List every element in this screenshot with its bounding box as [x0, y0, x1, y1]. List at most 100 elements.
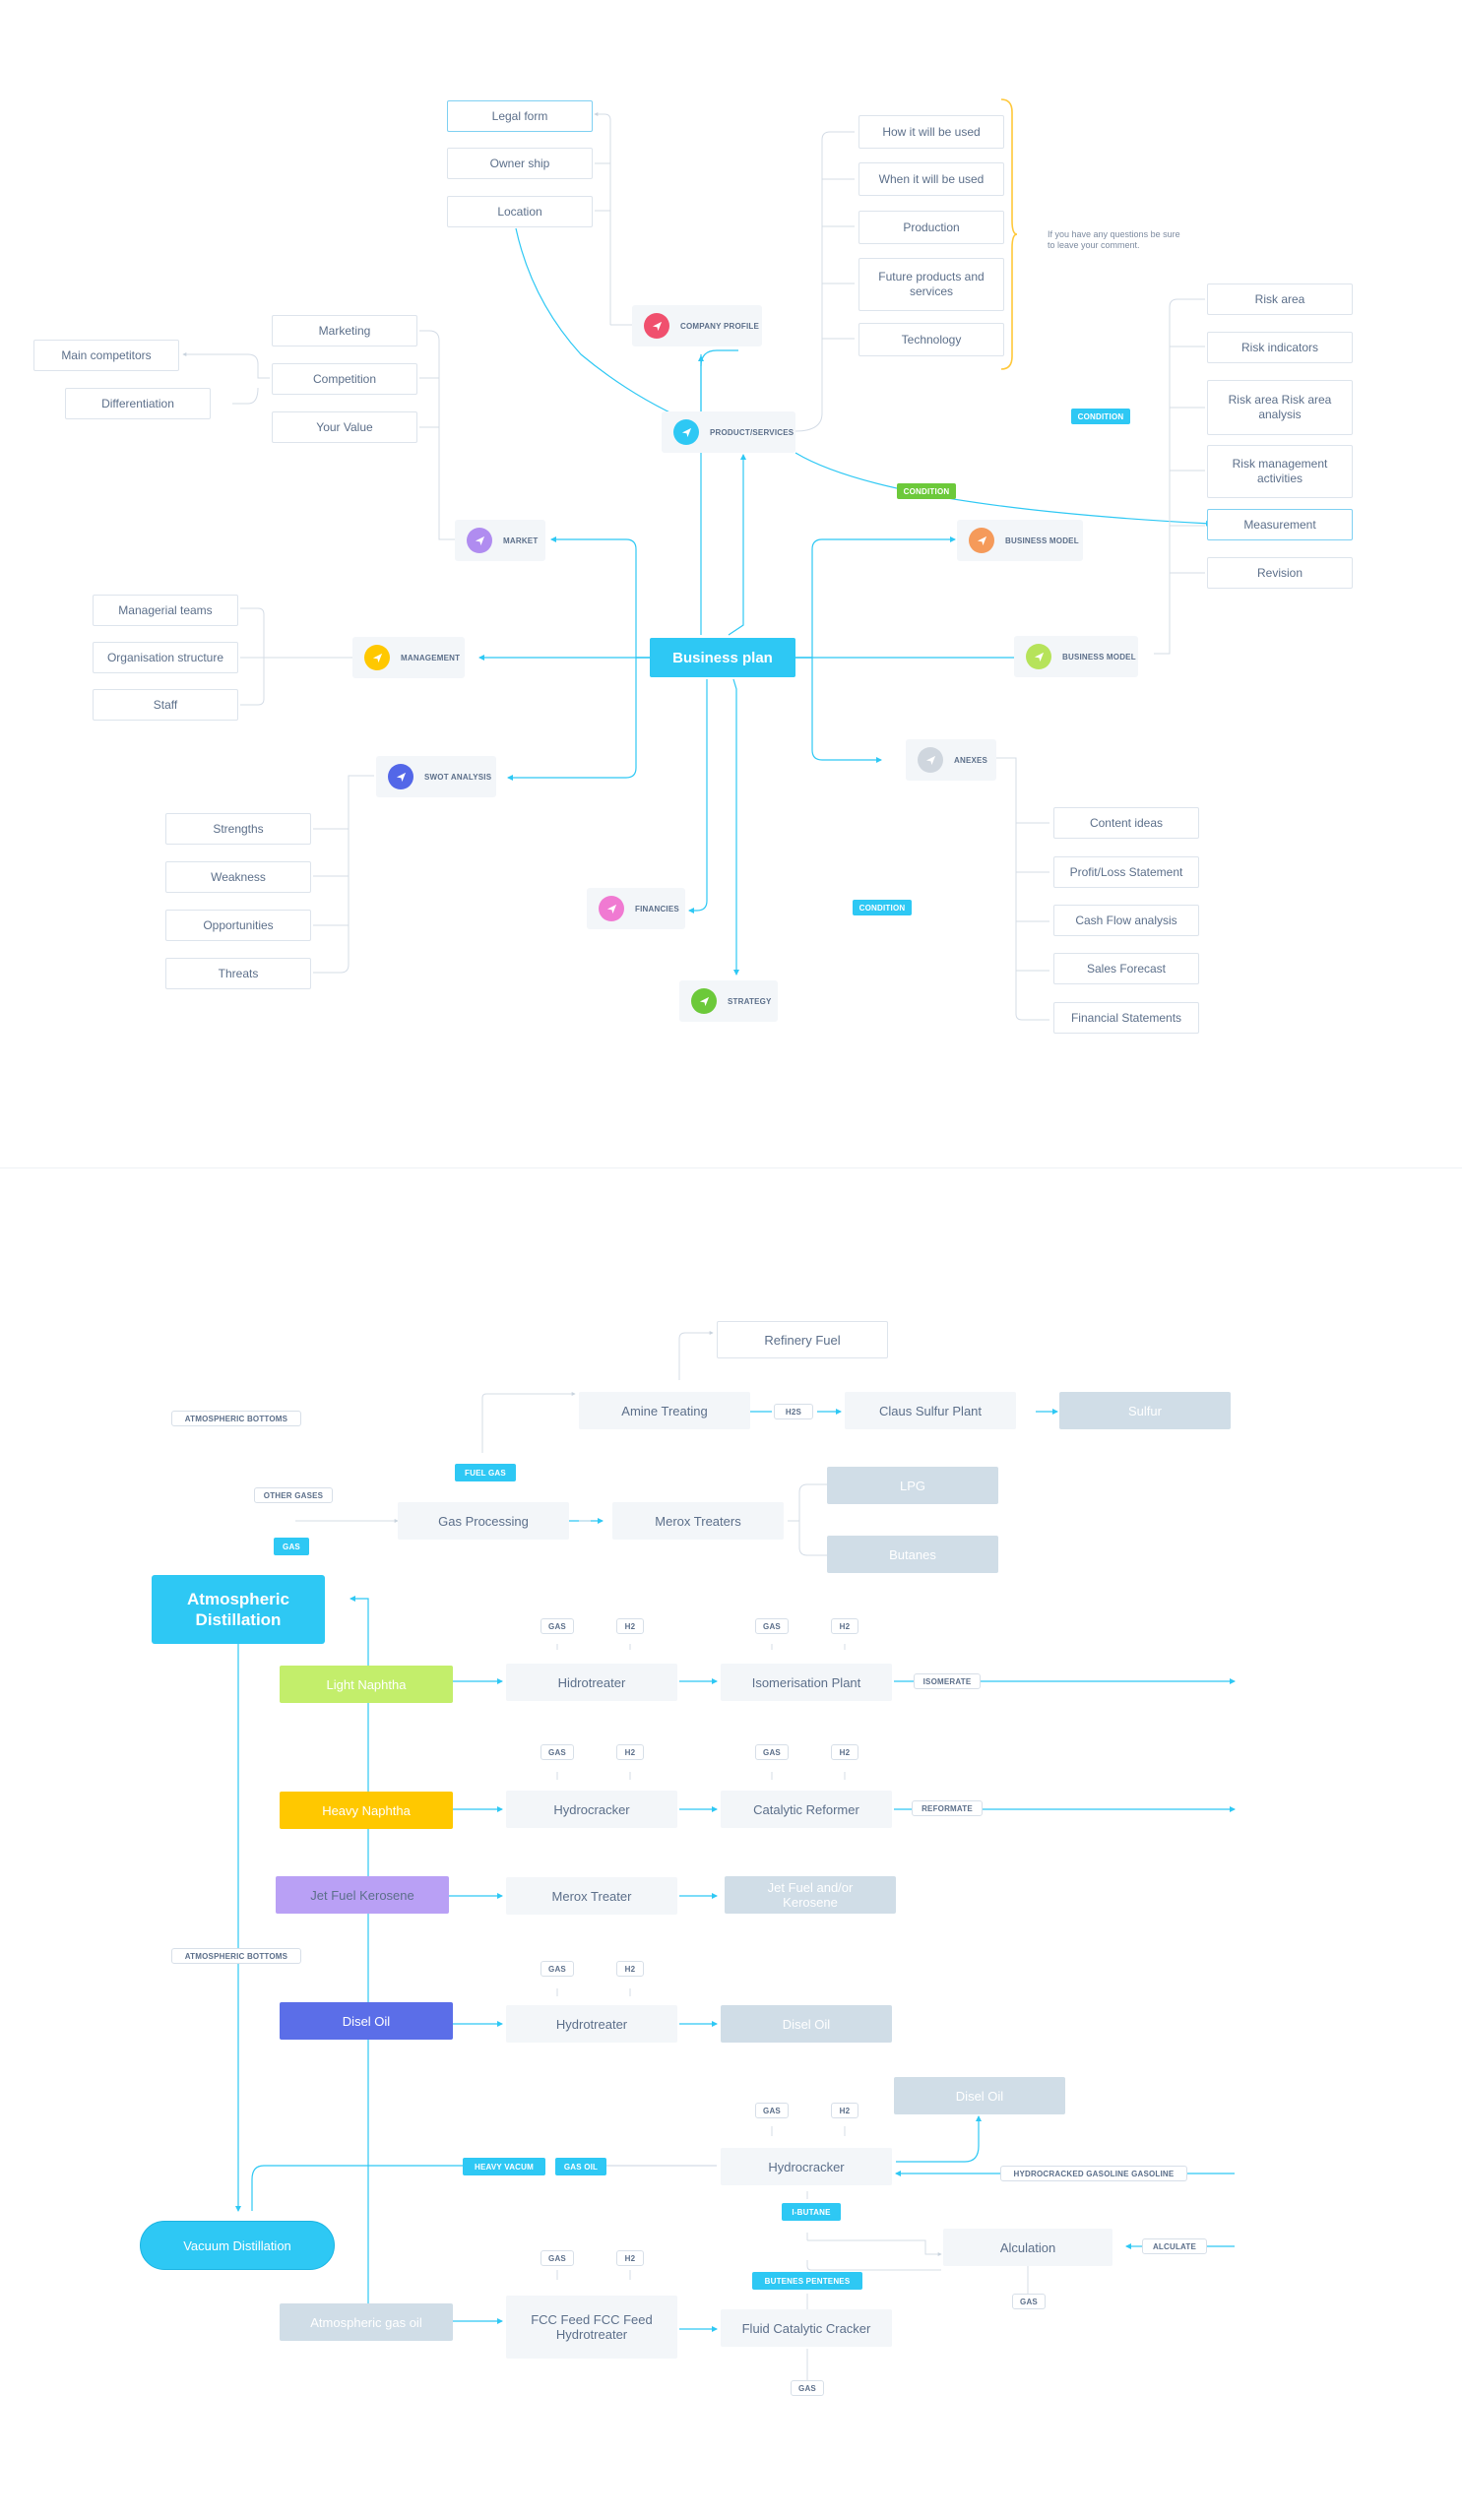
leaf-future-products[interactable]: Future products and services [858, 258, 1004, 311]
badge-gas-oil: GAS OIL [555, 2158, 606, 2175]
product-refinery-fuel[interactable]: Refinery Fuel [717, 1321, 888, 1358]
process-fcc-feed-hydrotreater[interactable]: FCC Feed FCC Feed Hydrotreater [506, 2296, 677, 2359]
leaf-risk-analysis[interactable]: Risk area Risk area analysis [1207, 380, 1353, 435]
leaf-risk-indicators[interactable]: Risk indicators [1207, 332, 1353, 363]
hub-label: PRODUCT/SERVICES [710, 427, 795, 437]
send-icon [364, 645, 390, 670]
send-icon [1026, 644, 1051, 669]
leaf-threats[interactable]: Threats [165, 958, 311, 989]
hub-label: MARKET [503, 536, 539, 545]
hub-swot-analysis[interactable]: SWOT ANALYSIS [376, 756, 496, 797]
leaf-strengths[interactable]: Strengths [165, 813, 311, 845]
leaf-profit-loss[interactable]: Profit/Loss Statement [1053, 856, 1199, 888]
hub-business-model-2[interactable]: BUSINESS MODEL [1014, 636, 1138, 677]
leaf-staff[interactable]: Staff [93, 689, 238, 721]
leaf-sales-forecast[interactable]: Sales Forecast [1053, 953, 1199, 984]
leaf-differentiation[interactable]: Differentiation [65, 388, 211, 419]
product-disel-oil-2[interactable]: Disel Oil [894, 2077, 1065, 2114]
process-amine-treating[interactable]: Amine Treating [579, 1392, 750, 1429]
leaf-risk-area[interactable]: Risk area [1207, 284, 1353, 315]
badge-butenes-pentenes: BUTENES PENTENES [752, 2272, 862, 2290]
leaf-technology[interactable]: Technology [858, 323, 1004, 356]
product-disel-oil-1[interactable]: Disel Oil [721, 2005, 892, 2043]
process-hydrocracker-1[interactable]: Hydrocracker [506, 1791, 677, 1828]
process-isomerisation[interactable]: Isomerisation Plant [721, 1664, 892, 1701]
section-divider [0, 1167, 1462, 1168]
feed-light-naphtha[interactable]: Light Naphtha [280, 1666, 453, 1703]
product-sulfur[interactable]: Sulfur [1059, 1392, 1231, 1429]
feed-jet-fuel-kerosene[interactable]: Jet Fuel Kerosene [276, 1876, 449, 1914]
business-plan-node[interactable]: Business plan [650, 638, 795, 677]
condition-badge[interactable]: CONDITION [853, 900, 912, 915]
process-merox-treater[interactable]: Merox Treater [506, 1877, 677, 1915]
tag-gas: GAS [540, 1618, 574, 1634]
leaf-managerial-teams[interactable]: Managerial teams [93, 595, 238, 626]
leaf-main-competitors[interactable]: Main competitors [33, 340, 179, 371]
process-claus-sulfur[interactable]: Claus Sulfur Plant [845, 1392, 1016, 1429]
leaf-legal-form[interactable]: Legal form [447, 100, 593, 132]
send-icon [388, 764, 413, 789]
tag-h2: H2 [616, 2250, 644, 2266]
leaf-measurement[interactable]: Measurement [1207, 509, 1353, 540]
hub-label: BUSINESS MODEL [1005, 536, 1079, 545]
feed-disel-oil[interactable]: Disel Oil [280, 2002, 453, 2040]
badge-heavy-vacum: HEAVY VACUM [463, 2158, 545, 2175]
feed-heavy-naphtha[interactable]: Heavy Naphtha [280, 1792, 453, 1829]
process-hidrotreater[interactable]: Hidrotreater [506, 1664, 677, 1701]
leaf-how-used[interactable]: How it will be used [858, 115, 1004, 149]
tag-h2: H2 [616, 1961, 644, 1977]
hub-management[interactable]: MANAGEMENT [352, 637, 465, 678]
tag-h2: H2 [616, 1744, 644, 1760]
process-alculation[interactable]: Alculation [943, 2229, 1112, 2266]
leaf-financial-statements[interactable]: Financial Statements [1053, 1002, 1199, 1034]
product-jet-fuel-kerosene[interactable]: Jet Fuel and/or Kerosene [725, 1876, 896, 1914]
leaf-owner-ship[interactable]: Owner ship [447, 148, 593, 179]
leaf-when-used[interactable]: When it will be used [858, 162, 1004, 196]
hub-market[interactable]: MARKET [455, 520, 545, 561]
send-icon [673, 419, 699, 445]
feed-atmospheric-gas-oil[interactable]: Atmospheric gas oil [280, 2303, 453, 2341]
hub-annexes[interactable]: ANEXES [906, 739, 996, 781]
vacuum-distillation-node[interactable]: Vacuum Distillation [140, 2221, 335, 2270]
condition-badge[interactable]: CONDITION [897, 483, 956, 499]
hub-strategy[interactable]: STRATEGY [679, 980, 778, 1022]
leaf-content-ideas[interactable]: Content ideas [1053, 807, 1199, 839]
badge-gas: GAS [274, 1538, 309, 1555]
tag-atmospheric-bottoms: ATMOSPHERIC BOTTOMS [171, 1411, 301, 1426]
leaf-production[interactable]: Production [858, 211, 1004, 244]
process-fluid-catalytic-cracker[interactable]: Fluid Catalytic Cracker [721, 2309, 892, 2347]
hub-financies[interactable]: FINANCIES [587, 888, 685, 929]
hub-product-services[interactable]: PRODUCT/SERVICES [662, 411, 795, 453]
leaf-your-value[interactable]: Your Value [272, 411, 417, 443]
leaf-cash-flow[interactable]: Cash Flow analysis [1053, 905, 1199, 936]
leaf-marketing[interactable]: Marketing [272, 315, 417, 346]
leaf-opportunities[interactable]: Opportunities [165, 910, 311, 941]
atmospheric-distillation-node[interactable]: Atmospheric Distillation [152, 1575, 325, 1644]
leaf-weakness[interactable]: Weakness [165, 861, 311, 893]
process-hydrotreater[interactable]: Hydrotreater [506, 2005, 677, 2043]
leaf-revision[interactable]: Revision [1207, 557, 1353, 589]
tag-h2s: H2S [774, 1404, 813, 1419]
hub-label: COMPANY PROFILE [680, 321, 760, 331]
hub-company-profile[interactable]: COMPANY PROFILE [632, 305, 762, 346]
tag-h2: H2 [831, 2103, 858, 2118]
hub-label: STRATEGY [728, 996, 772, 1006]
tag-gas: GAS [755, 2103, 789, 2118]
send-icon [691, 988, 717, 1014]
process-hydrocracker-2[interactable]: Hydrocracker [721, 2148, 892, 2185]
hub-business-model-1[interactable]: BUSINESS MODEL [957, 520, 1083, 561]
comment-note: If you have any questions be sure to lea… [1048, 229, 1180, 250]
leaf-location[interactable]: Location [447, 196, 593, 227]
product-lpg[interactable]: LPG [827, 1467, 998, 1504]
leaf-risk-management[interactable]: Risk management activities [1207, 445, 1353, 498]
process-gas-processing[interactable]: Gas Processing [398, 1502, 569, 1540]
leaf-organisation-structure[interactable]: Organisation structure [93, 642, 238, 673]
send-icon [918, 747, 943, 773]
tag-alculate: ALCULATE [1142, 2238, 1207, 2254]
leaf-competition[interactable]: Competition [272, 363, 417, 395]
condition-badge[interactable]: CONDITION [1071, 409, 1130, 424]
process-merox-treaters[interactable]: Merox Treaters [612, 1502, 784, 1540]
tag-reformate: REFORMATE [912, 1800, 983, 1816]
process-catalytic-reformer[interactable]: Catalytic Reformer [721, 1791, 892, 1828]
product-butanes[interactable]: Butanes [827, 1536, 998, 1573]
